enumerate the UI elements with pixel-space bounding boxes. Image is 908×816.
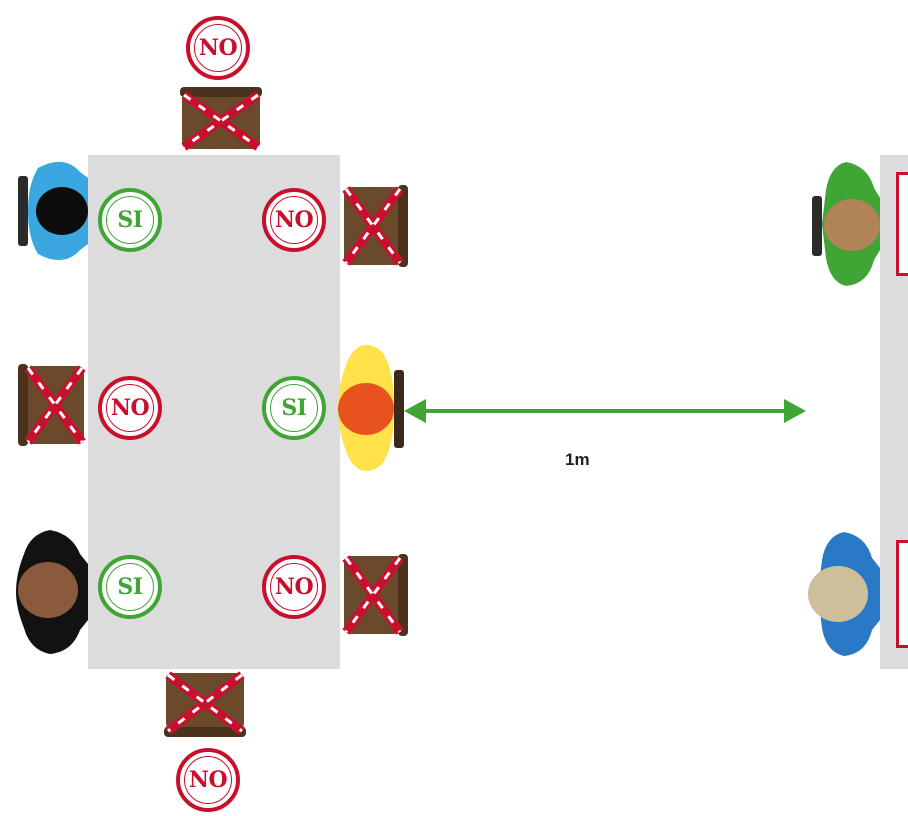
no-seat-badge: NO <box>176 748 240 812</box>
seated-person-icon <box>812 162 880 286</box>
si-seat-badge: SI <box>98 188 162 252</box>
seated-person-icon <box>808 532 880 656</box>
blocked-chair-icon <box>18 364 86 446</box>
no-seat-badge: NO <box>262 188 326 252</box>
no-seat-badge: NO <box>186 16 250 80</box>
blocked-chair-icon <box>342 185 408 267</box>
no-seat-badge: NO <box>262 555 326 619</box>
blocked-chair-icon <box>164 671 246 737</box>
blocked-chair-icon <box>180 87 262 151</box>
seated-person-icon <box>16 530 88 654</box>
no-seat-badge: NO <box>98 376 162 440</box>
distance-arrow <box>404 399 806 423</box>
si-seat-badge: SI <box>262 376 326 440</box>
seated-person-icon <box>338 344 404 472</box>
right-table-place-marker <box>896 172 908 276</box>
seated-person-icon <box>18 161 88 261</box>
blocked-chair-icon <box>342 554 408 636</box>
distance-label: 1m <box>565 450 590 469</box>
si-seat-badge: SI <box>98 555 162 619</box>
right-table-place-marker <box>896 540 908 648</box>
